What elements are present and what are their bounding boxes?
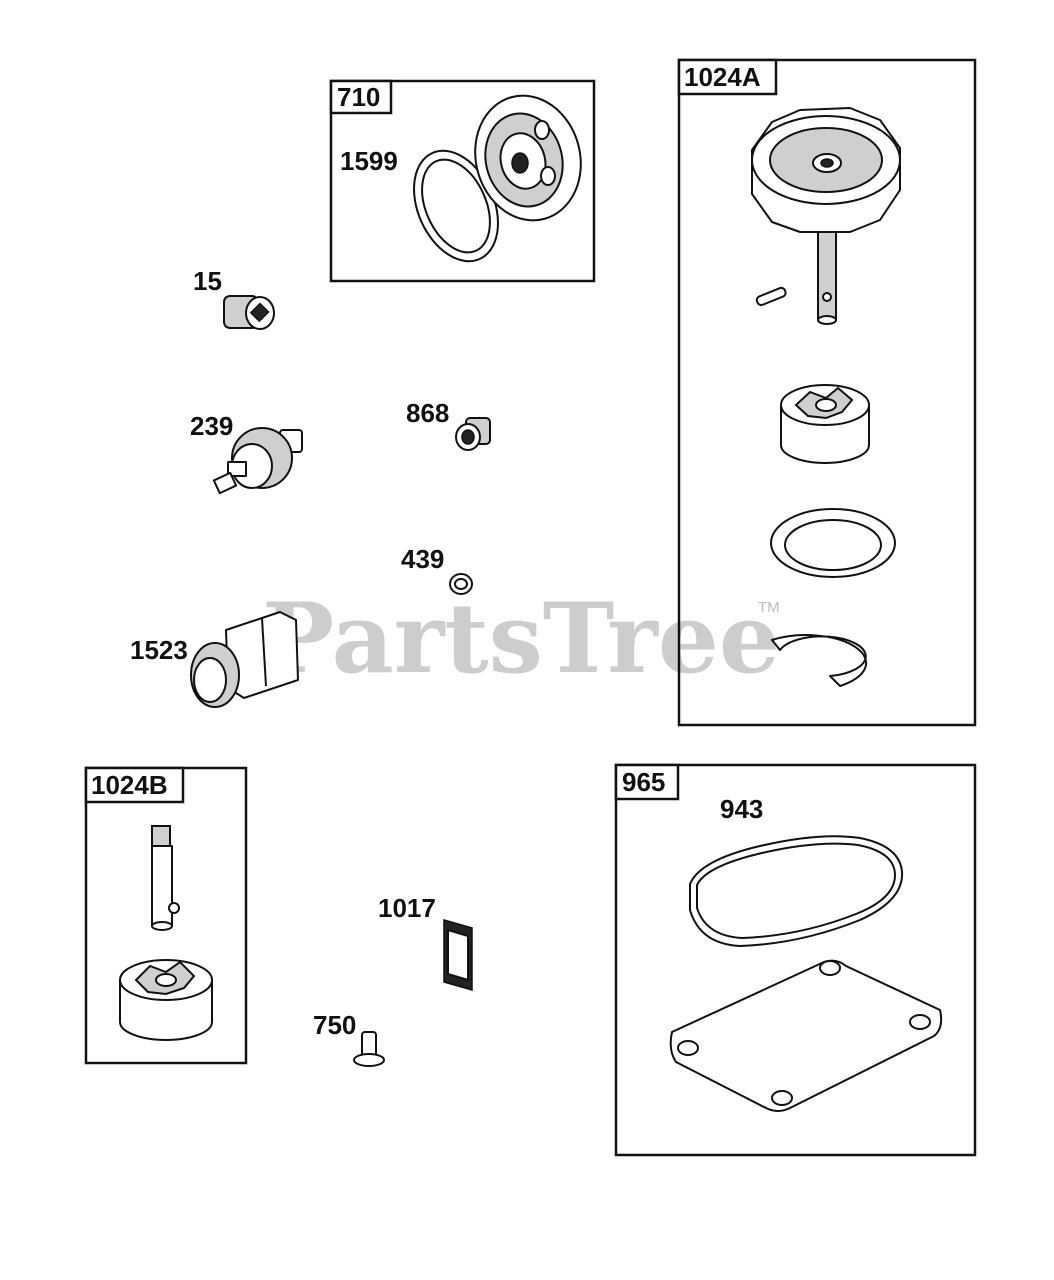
group-965[interactable]: 965 — [614, 763, 977, 1157]
label-1017: 1017 — [378, 893, 436, 923]
group-1024b-tag: 1024B — [91, 770, 168, 800]
part-1017-screen[interactable] — [443, 919, 473, 991]
label-750: 750 — [313, 1010, 356, 1040]
group-710[interactable]: 710 — [329, 79, 596, 283]
part-868-seal[interactable] — [455, 417, 491, 451]
label-239: 239 — [190, 411, 233, 441]
watermark-tm: TM — [758, 599, 780, 616]
group-965-tag: 965 — [622, 767, 665, 797]
label-943: 943 — [720, 794, 763, 824]
part-943-gasket[interactable] — [689, 835, 904, 947]
part-1024b-rotor[interactable] — [119, 959, 213, 1041]
part-1024a-gear-shaft[interactable] — [751, 107, 901, 325]
label-15: 15 — [193, 266, 222, 296]
label-439: 439 — [401, 544, 444, 574]
label-1599: 1599 — [340, 146, 398, 176]
part-439-oring[interactable] — [449, 573, 473, 595]
part-239-switch[interactable] — [212, 427, 303, 495]
part-1024b-shaft[interactable] — [151, 825, 180, 931]
part-1024a-retaining-ring[interactable] — [771, 634, 868, 687]
watermark-text: PartsTree — [262, 582, 780, 695]
part-1024a-pin[interactable] — [755, 286, 787, 307]
label-868: 868 — [406, 398, 449, 428]
part-15-plug[interactable] — [223, 295, 275, 330]
group-1024a[interactable]: 1024A — [677, 58, 977, 727]
group-710-tag: 710 — [337, 82, 380, 112]
group-1024b[interactable]: 1024B — [84, 766, 248, 1065]
part-1024a-washer[interactable] — [770, 508, 896, 578]
part-710-pulley[interactable] — [461, 84, 594, 233]
group-1024a-tag: 1024A — [684, 62, 761, 92]
part-965-cover[interactable] — [669, 959, 943, 1112]
part-1523-filter-adapter[interactable] — [190, 611, 299, 708]
label-1523: 1523 — [130, 635, 188, 665]
part-1024a-rotor[interactable] — [780, 384, 870, 464]
part-1599-ring[interactable] — [398, 138, 515, 275]
part-750-screw[interactable] — [353, 1031, 385, 1067]
